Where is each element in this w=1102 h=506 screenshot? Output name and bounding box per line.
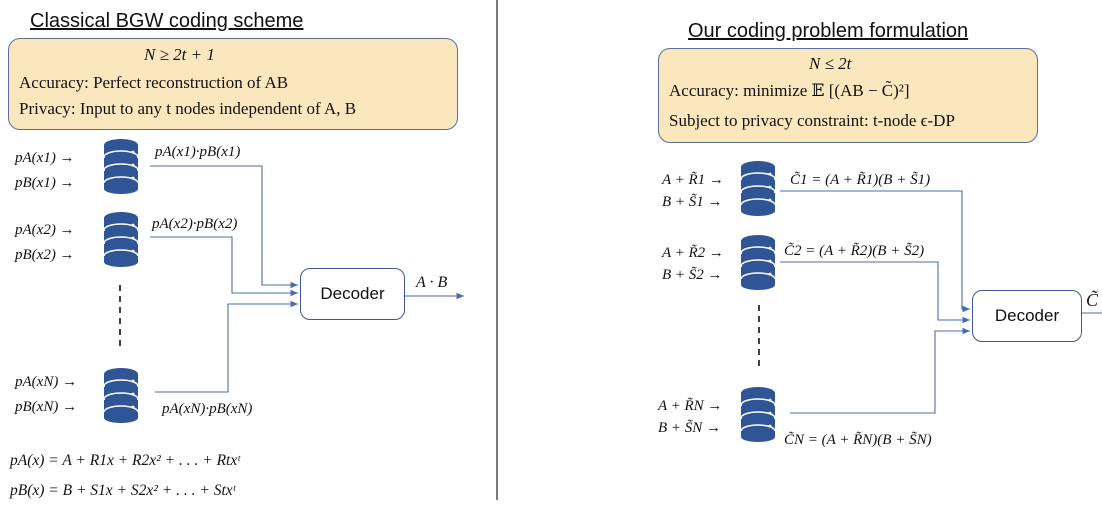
database-icon — [740, 234, 776, 291]
left-accuracy-line: Accuracy: Perfect reconstruction of AB — [19, 73, 289, 92]
left-condition-n: N ≥ 2t + 1 — [144, 45, 215, 64]
right-conditions-box: N ≤ 2t Accuracy: minimize 𝔼 [(AB − C̃)²]… — [658, 48, 1038, 143]
database-icon — [740, 386, 776, 443]
node-output: pA(x2)·pB(x2) — [152, 216, 238, 232]
left-privacy-line: Privacy: Input to any t nodes independen… — [19, 99, 357, 118]
database-icon — [103, 367, 139, 424]
right-decoder-block: Decoder — [972, 290, 1082, 342]
polynomial-a: pA(x) = A + R1x + R2x² + . . . + Rtxᵗ — [10, 452, 240, 469]
node-input-a: pA(x1) → — [15, 150, 75, 166]
database-icon — [103, 138, 139, 195]
node-output: C̃1 = (A + R̃1)(B + S̃1) — [790, 172, 931, 188]
node-input-b: B + S̃N → — [658, 420, 722, 436]
polynomial-b: pB(x) = B + S1x + S2x² + . . . + Stxᵗ — [10, 482, 236, 499]
node-output: C̃N = (A + R̃N)(B + S̃N) — [784, 432, 932, 448]
node-input-b: pB(x1) → — [15, 175, 75, 191]
database-icon — [740, 160, 776, 217]
right-condition-n: N ≤ 2t — [809, 54, 852, 73]
node-input-b: pB(x2) → — [15, 247, 75, 263]
node-output: pA(x1)·pB(x1) — [155, 144, 241, 160]
right-privacy-line: Subject to privacy constraint: t-node ϵ-… — [669, 111, 955, 130]
database-icon — [103, 211, 139, 268]
node-output: pA(xN)·pB(xN) — [162, 401, 253, 417]
node-input-a: A + R̃2 → — [662, 245, 724, 261]
node-input-a: pA(xN) → — [15, 374, 78, 390]
node-input-a: pA(x2) → — [15, 222, 75, 238]
node-output: C̃2 = (A + R̃2)(B + S̃2) — [784, 243, 925, 259]
node-input-a: A + R̃1 → — [662, 172, 724, 188]
left-decoder-block: Decoder — [300, 268, 405, 320]
left-conditions-box: N ≥ 2t + 1 Accuracy: Perfect reconstruct… — [8, 38, 458, 130]
right-accuracy-line: Accuracy: minimize 𝔼 [(AB − C̃)²] — [669, 81, 910, 100]
node-input-a: A + R̃N → — [658, 398, 723, 414]
right-panel-title: Our coding problem formulation — [688, 20, 969, 42]
node-input-b: B + S̃2 → — [662, 267, 723, 283]
right-output-label: C̃ — [1086, 290, 1099, 310]
node-input-b: pB(xN) → — [15, 399, 78, 415]
left-output-label: A · B — [416, 274, 448, 291]
node-input-b: B + S̃1 → — [662, 194, 723, 210]
left-panel-title: Classical BGW coding scheme — [30, 10, 304, 32]
